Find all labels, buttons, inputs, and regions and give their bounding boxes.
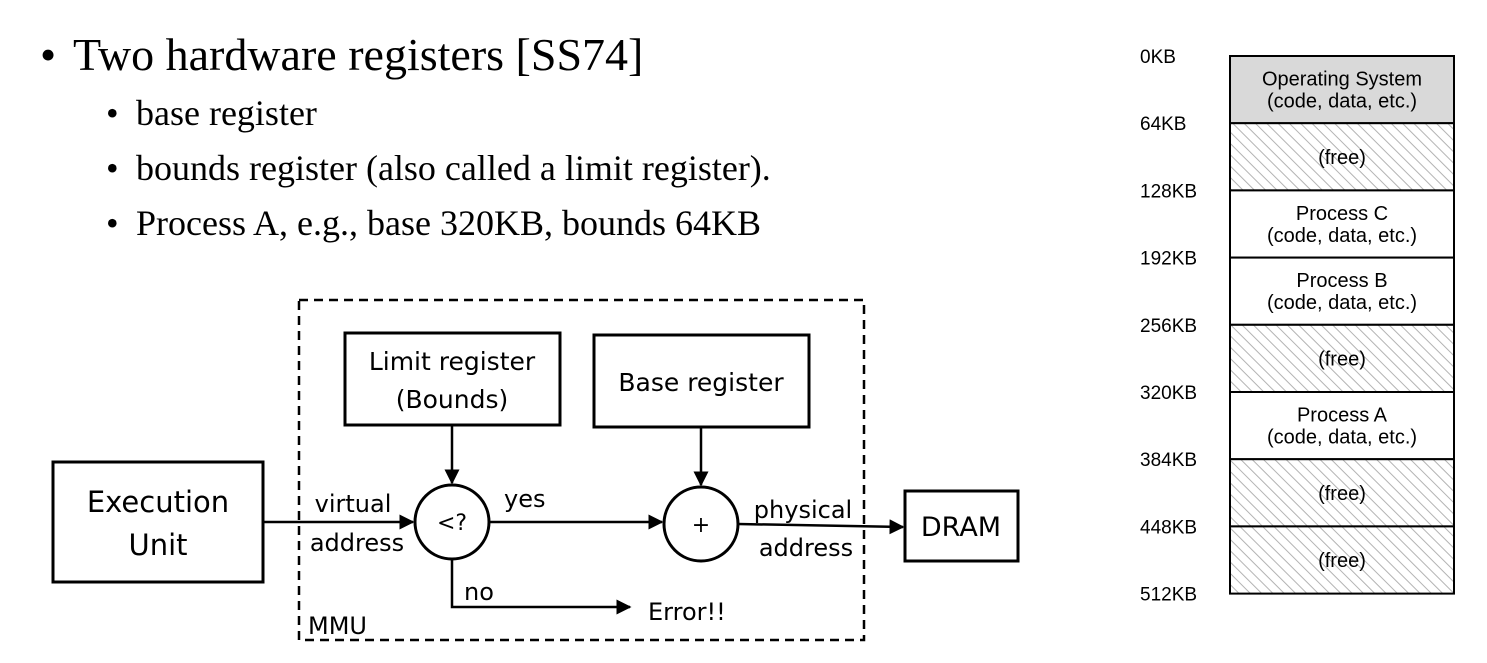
memory-address-label: 448KB: [1140, 517, 1197, 538]
memory-address-label: 192KB: [1140, 249, 1197, 270]
memory-block-label: Process A: [1297, 405, 1388, 427]
physical-address-label: address: [759, 534, 853, 562]
memory-address-label: 64KB: [1140, 114, 1186, 135]
bullet-dot: •: [106, 203, 119, 243]
memory-block-label: (free): [1318, 483, 1366, 505]
memory-layout: Operating System(code, data, etc.)(free)…: [1140, 47, 1455, 606]
execution-unit-label: Execution: [87, 485, 229, 519]
memory-block-label: Operating System: [1262, 69, 1422, 91]
memory-block-label: (free): [1318, 550, 1366, 572]
physical-address-arrow: [737, 519, 905, 535]
memory-block: [1229, 391, 1455, 461]
dram-box: [903, 489, 1020, 563]
execution-unit-label: Unit: [128, 528, 187, 562]
memory-block: [1229, 55, 1455, 125]
error-label: Error!!: [648, 598, 726, 626]
memory-block: [1229, 458, 1455, 528]
memory-address-label: 128KB: [1140, 181, 1197, 202]
memory-block-label: (code, data, etc.): [1267, 225, 1417, 247]
memory-block: [1229, 525, 1455, 595]
memory-address-label: 0KB: [1140, 47, 1176, 68]
compare-operator: <?: [437, 511, 467, 536]
memory-block: [1229, 323, 1455, 393]
memory-block-label: (code, data, etc.): [1267, 91, 1417, 113]
base-register-box: [592, 333, 811, 429]
physical-address-label: physical: [754, 496, 852, 524]
yes-label: yes: [504, 485, 545, 513]
bullet-main-text: Two hardware registers [SS74]: [73, 29, 644, 80]
base-register-label: Base register: [618, 368, 784, 397]
virtual-address-label: address: [310, 529, 404, 557]
limit-register-label: Limit register: [369, 347, 536, 376]
add-operator: +: [692, 513, 710, 538]
memory-address-label: 384KB: [1140, 450, 1197, 471]
execution-unit-box: [51, 460, 265, 584]
bullet-dot: •: [40, 29, 57, 80]
bullet-sub-text: bounds register (also called a limit reg…: [136, 148, 771, 188]
memory-block-label: Process C: [1296, 203, 1388, 225]
bullet-sub-text: Process A, e.g., base 320KB, bounds 64KB: [136, 203, 761, 243]
no-label: no: [464, 578, 494, 606]
memory-block: [1229, 256, 1455, 326]
bullet-dot: •: [106, 148, 119, 188]
memory-address-label: 320KB: [1140, 383, 1197, 404]
mmu-label: MMU: [308, 612, 367, 640]
memory-block-label: Process B: [1296, 270, 1387, 292]
memory-address-label: 256KB: [1140, 316, 1197, 337]
memory-block-label: (code, data, etc.): [1267, 292, 1417, 314]
bullet-sub-text: base register: [136, 93, 317, 133]
memory-block-label: (free): [1318, 348, 1366, 370]
dram-label: DRAM: [921, 512, 1001, 543]
error-arrow: [450, 559, 632, 615]
memory-block-label: (code, data, etc.): [1267, 427, 1417, 449]
limit-register-box: [343, 331, 562, 427]
memory-block-label: (free): [1318, 147, 1366, 169]
virtual-address-label: virtual: [315, 490, 392, 518]
memory-address-label: 512KB: [1140, 585, 1197, 606]
bullet-dot: •: [106, 93, 119, 133]
memory-block: [1229, 189, 1455, 259]
mmu-boundary: [297, 298, 866, 642]
limit-register-label: (Bounds): [396, 385, 509, 414]
